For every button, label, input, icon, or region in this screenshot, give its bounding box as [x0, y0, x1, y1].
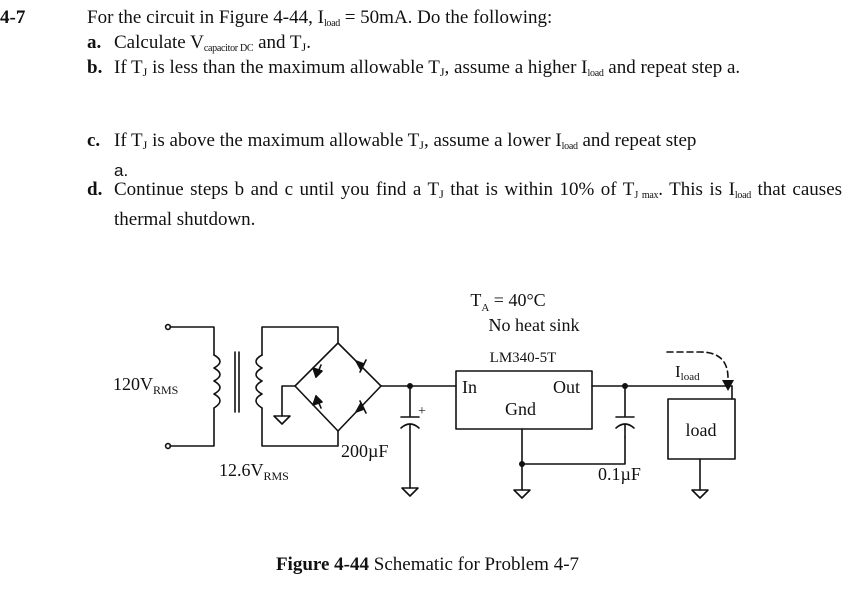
- bridge-ground-icon: [273, 415, 291, 425]
- regulator-in-label: In: [462, 377, 477, 397]
- source-voltage-label: 120VRMS: [113, 374, 178, 397]
- filter-cap-plus: +: [418, 404, 426, 419]
- load-label: load: [686, 420, 717, 440]
- load-current-arrow: [666, 351, 734, 391]
- filter-capacitor: [400, 385, 420, 497]
- heat-sink-label: No heat sink: [489, 315, 580, 335]
- problem-number: 4-7: [0, 7, 26, 28]
- figure-label: Figure 4-44: [275, 554, 370, 575]
- step-c-label: c.: [87, 130, 101, 151]
- regulator-box: [455, 370, 593, 430]
- filter-ground-icon: [401, 487, 419, 497]
- filter-cap-value: 200µF: [341, 441, 388, 461]
- output-cap-value: 0.1µF: [598, 464, 641, 484]
- regulator-ground-icon: [513, 489, 531, 499]
- load-current-label: Iload: [675, 362, 700, 383]
- secondary-voltage-label: 12.6VRMS: [219, 460, 289, 483]
- figure-caption-text: Schematic for Problem 4-7: [369, 554, 580, 575]
- step-a-label: a.: [87, 32, 102, 53]
- figure-caption: Figure 4-44 Schematic for Problem 4-7: [0, 554, 855, 576]
- input-terminals: [164, 323, 215, 450]
- primary-winding: [213, 354, 221, 409]
- step-b-label: b.: [87, 57, 103, 78]
- step-c-text: If TJ is above the maximum allowable TJ,…: [114, 130, 697, 180]
- secondary-winding: [255, 354, 263, 409]
- transformer-core: [234, 351, 240, 413]
- regulator-out-label: Out: [553, 377, 580, 397]
- step-a-text: Calculate Vcapacitor DC and TJ.: [114, 32, 311, 54]
- regulator-part-label: LM340-5T: [490, 350, 557, 366]
- step-d-text: Continue steps b and c until you find a …: [114, 179, 843, 230]
- step-d-label: d.: [87, 179, 103, 200]
- ambient-temp-label: TA = 40°C: [470, 290, 545, 314]
- problem-statement: For the circuit in Figure 4-44, Iload = …: [87, 7, 553, 29]
- regulator-gnd-label: Gnd: [505, 399, 536, 419]
- load-box: [667, 398, 736, 460]
- load-ground-icon: [691, 489, 709, 499]
- step-b-text: If TJ is less than the maximum allowable…: [114, 57, 741, 79]
- bridge-rectifier: [294, 342, 382, 432]
- output-capacitor: [615, 385, 635, 438]
